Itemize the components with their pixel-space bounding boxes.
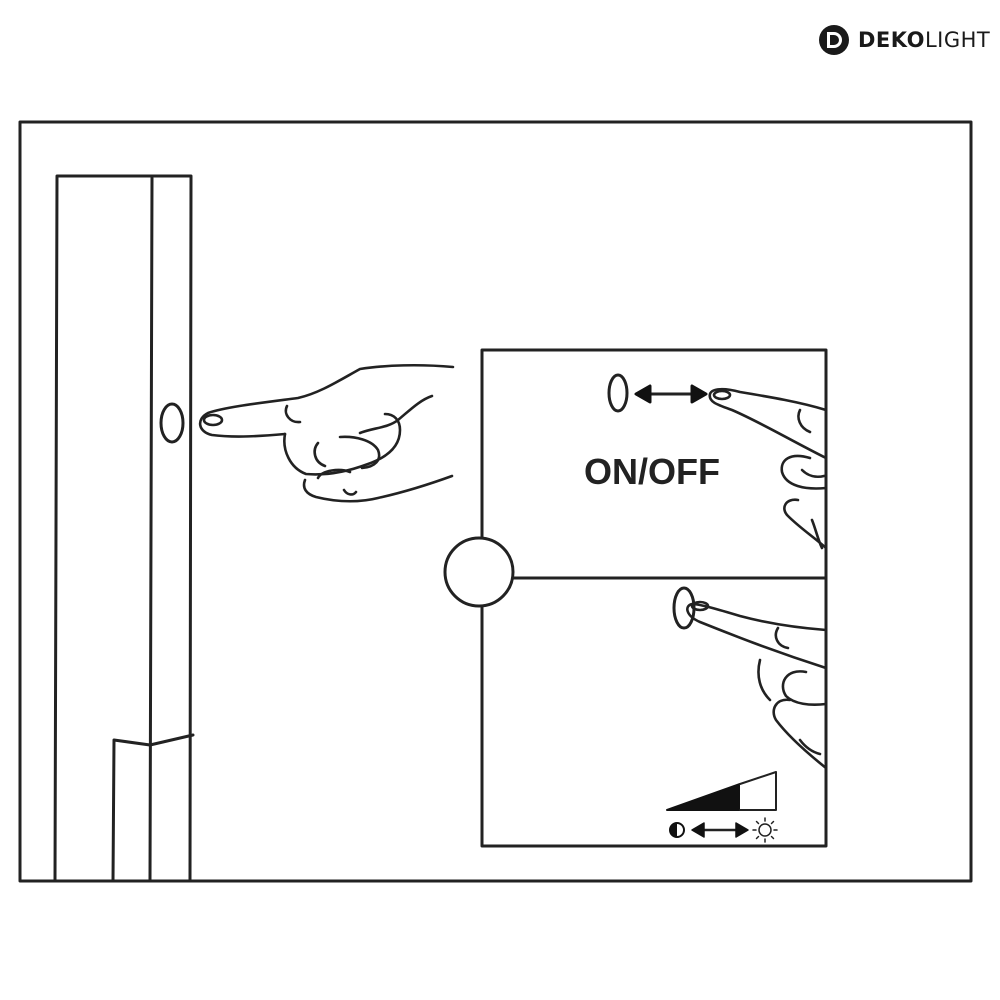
touch-button-icon [159,402,185,444]
finger-press-icon [686,600,828,770]
dim-icon [669,822,685,838]
pointing-hand-icon [198,363,455,503]
finger-tap-icon [708,387,828,550]
brand-logo: DEKOLIGHT [818,22,990,58]
brand-name-light: LIGHT [924,27,991,52]
zoom-connector-circle [443,536,515,608]
button-icon [607,373,629,413]
double-arrow-icon [691,822,749,838]
panel-dimming [480,576,828,848]
button-press-icon [672,586,696,630]
brand-name-bold: DEKO [858,27,925,52]
brand-name: DEKOLIGHT [858,27,991,52]
brightness-ramp-icon [666,771,777,811]
dekolight-logo-icon [819,25,849,55]
bright-sun-icon [752,817,778,843]
on-off-label: ON/OFF [584,451,720,492]
panel-on-off: ON/OFF [480,348,828,580]
diagram-frame [18,120,973,883]
double-arrow-icon [634,384,708,404]
light-bar-profile [53,174,195,883]
